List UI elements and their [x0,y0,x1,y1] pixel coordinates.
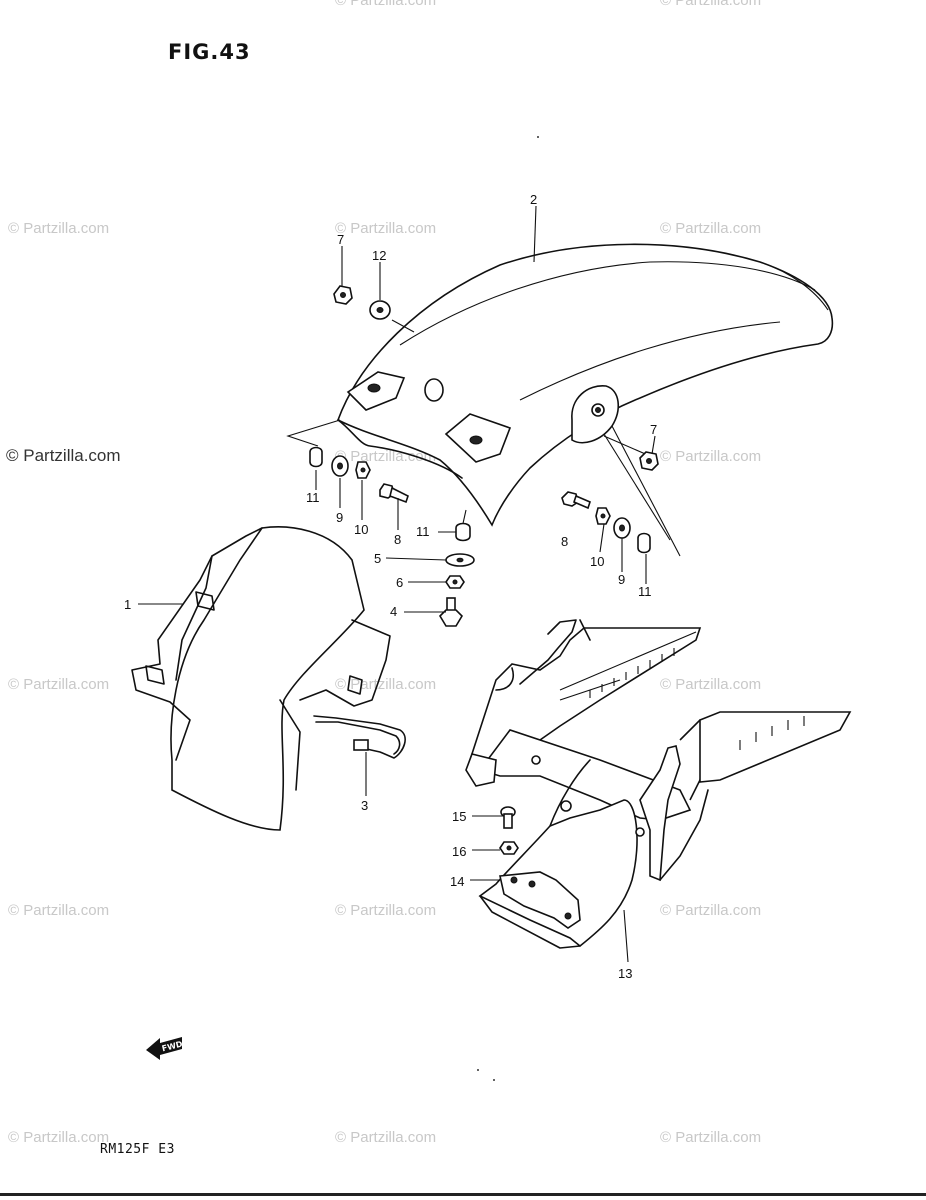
figure-title: FIG.43 [168,40,251,64]
washer-5 [445,553,475,567]
callout-9: 9 [336,510,343,525]
callout-4: 4 [390,604,397,619]
bracket-stay [499,871,581,929]
callout-2: 2 [530,192,537,207]
nut-6 [445,575,465,589]
watermark-primary: © Partzilla.com [6,446,121,465]
callout-1: 1 [124,597,131,612]
clamp-band [313,715,406,759]
nut-10-left [355,461,371,479]
rear-frame [465,619,852,949]
callout-14: 14 [450,874,464,889]
washer-9-right [613,517,631,539]
watermark: © Partzilla.com [660,448,762,465]
nut-7-right [639,451,659,471]
collar-11-left [309,446,323,468]
watermark: © Partzilla.com [8,902,110,919]
watermark: © Partzilla.com [8,676,110,693]
callout-9: 9 [618,572,625,587]
callout-labels: 2 7 12 7 11 9 10 8 11 5 6 4 1 3 8 10 9 1… [124,192,657,981]
watermark: © Partzilla.com [660,1129,762,1146]
callout-10: 10 [590,554,604,569]
callout-8: 8 [394,532,401,547]
callout-11: 11 [416,524,430,539]
callout-7: 7 [650,422,657,437]
callout-6: 6 [396,575,403,590]
bolt-8-left [379,483,409,504]
watermark: © Partzilla.com [8,220,110,237]
callout-15: 15 [452,809,466,824]
washer-9-left [331,455,349,477]
callout-5: 5 [374,551,381,566]
callout-16: 16 [452,844,466,859]
watermark: © Partzilla.com [335,220,437,237]
callout-10: 10 [354,522,368,537]
assembly-guide-lines [286,319,681,557]
callout-7: 7 [337,232,344,247]
bolt-15 [500,806,516,829]
watermark: © Partzilla.com [660,220,762,237]
watermark: © Partzilla.com [660,0,762,9]
callout-13: 13 [618,966,632,981]
collar-11-right [637,532,651,554]
watermark: © Partzilla.com [660,902,762,919]
nut-10-right [595,507,611,525]
fwd-arrow-icon: FWD [146,1037,184,1060]
nut-7-top [333,285,353,305]
callout-11: 11 [638,584,652,599]
callout-12: 12 [372,248,386,263]
watermark: © Partzilla.com [335,902,437,919]
watermark: © Partzilla.com [335,0,437,9]
collar-11-center [455,522,471,542]
model-code: RM125F E3 [100,1142,175,1157]
watermark: © Partzilla.com [335,1129,437,1146]
nut-16 [499,841,519,855]
bolt-4 [438,597,464,627]
mud-guard [131,526,391,831]
washer-12 [369,300,391,320]
watermark: © Partzilla.com [660,676,762,693]
rear-fender [337,243,834,527]
leader-lines [138,205,656,963]
callout-8: 8 [561,534,568,549]
callout-3: 3 [361,798,368,813]
callout-11: 11 [306,490,320,505]
watermark: © Partzilla.com [335,448,437,465]
bolt-8-right [561,491,591,510]
watermark: © Partzilla.com [8,1129,110,1146]
bottom-rule [0,1193,926,1196]
